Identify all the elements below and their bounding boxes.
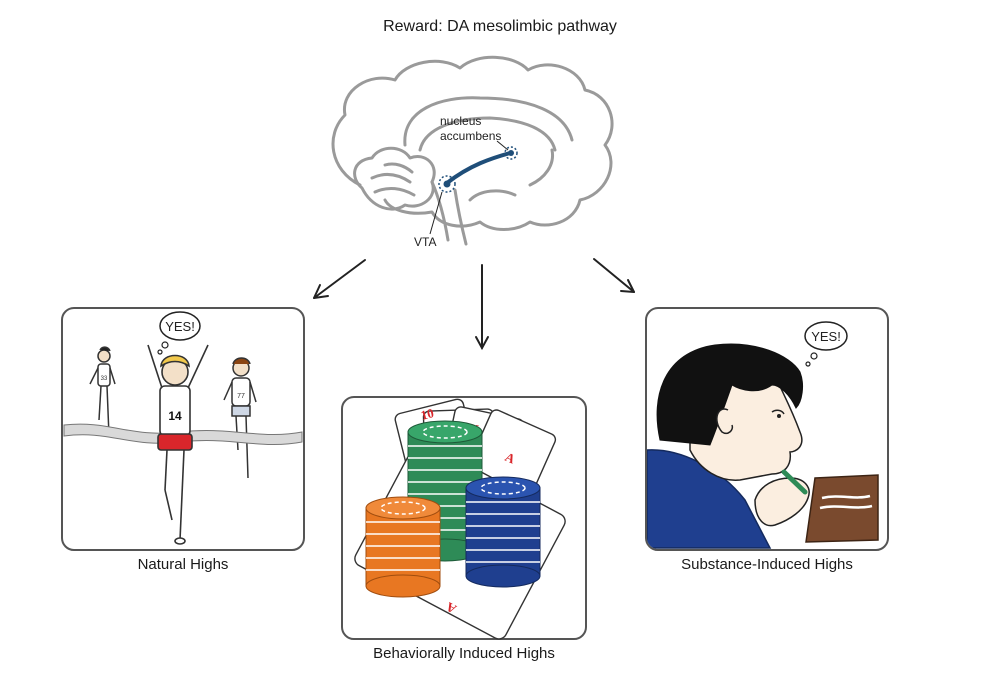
vta-marker bbox=[438, 175, 456, 193]
bib-number-left: 33 bbox=[101, 376, 108, 382]
runner-right bbox=[223, 357, 257, 479]
chip-stack-blue bbox=[465, 476, 541, 588]
vta-label: VTA bbox=[414, 235, 436, 249]
panel-substance-induced: YES! bbox=[645, 307, 889, 551]
thought-bubble-text-1: YES! bbox=[165, 319, 195, 334]
nucleus-label-line2: accumbens bbox=[440, 129, 501, 143]
caption-substance-induced: Substance-Induced Highs bbox=[681, 556, 853, 573]
bib-number-right: 77 bbox=[237, 393, 245, 400]
caption-behaviorally-induced: Behaviorally Induced Highs bbox=[373, 645, 555, 662]
nucleus-label-line1: nucleus bbox=[440, 114, 481, 128]
arrow-left bbox=[313, 259, 366, 299]
diagram-title: Reward: DA mesolimbic pathway bbox=[383, 18, 617, 35]
brain-illustration bbox=[331, 55, 614, 246]
chip-stack-orange bbox=[365, 496, 441, 598]
mesolimbic-pathway bbox=[429, 140, 518, 235]
arrow-down bbox=[475, 264, 489, 351]
caption-natural-highs: Natural Highs bbox=[137, 556, 229, 573]
thought-bubble-text-3: YES! bbox=[811, 329, 841, 344]
nucleus-accumbens-marker bbox=[504, 146, 518, 160]
bib-number-center: 14 bbox=[168, 409, 182, 423]
arrow-right bbox=[593, 258, 635, 293]
runner-center bbox=[147, 344, 209, 545]
panel-natural-highs: YES! 33 77 bbox=[61, 307, 305, 551]
arrows bbox=[313, 258, 635, 351]
panel-behaviorally-induced: 10 K A A bbox=[341, 396, 587, 640]
card-rank-1: 10 bbox=[419, 405, 435, 423]
